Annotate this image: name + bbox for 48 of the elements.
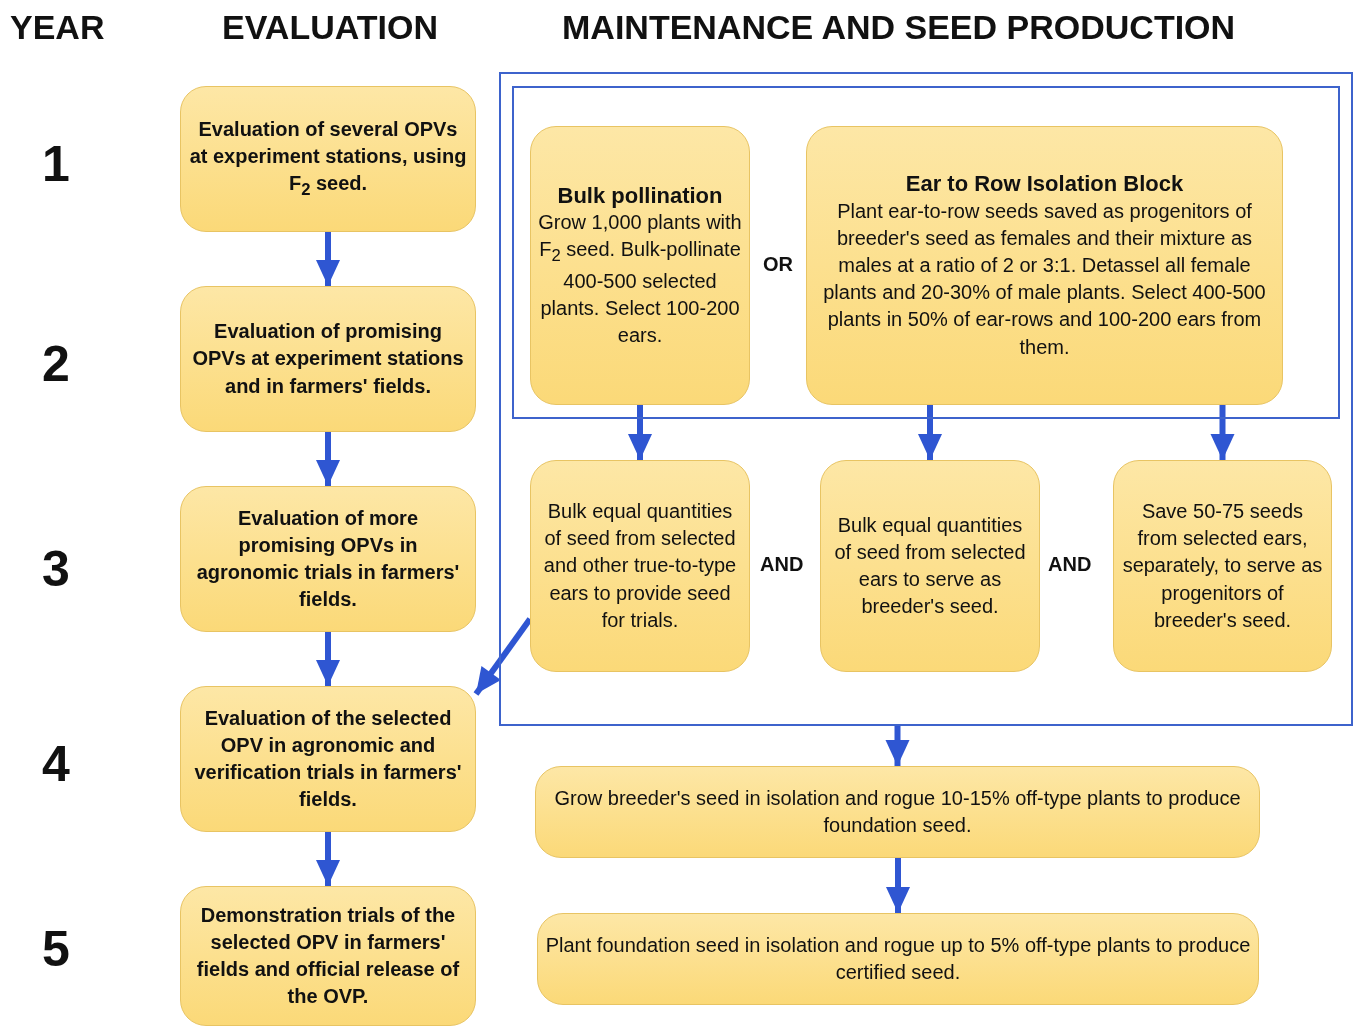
arrow xyxy=(316,232,340,286)
group-frame xyxy=(512,86,1340,419)
box-heading: Bulk pollination xyxy=(557,181,723,210)
arrow xyxy=(316,432,340,486)
box-text: Evaluation of more promising OPVs in agronomic trials in farmers' fields. xyxy=(195,505,461,613)
connector-word: OR xyxy=(763,253,793,276)
year-number: 4 xyxy=(42,735,70,793)
connector-word: AND xyxy=(760,553,804,576)
process-box xyxy=(180,86,476,232)
year-number: 1 xyxy=(42,135,70,193)
arrow xyxy=(316,832,340,886)
process-box xyxy=(806,126,1283,405)
column-heading: YEAR xyxy=(10,8,105,47)
group-frame xyxy=(499,72,1353,726)
box-text: Grow 1,000 plants with F$_{2}$ seed. Bulk-pollinate 400-500 selected plants. Select 100-200 ears. xyxy=(537,210,743,349)
column-heading: EVALUATION xyxy=(222,8,438,47)
process-box xyxy=(180,686,476,832)
arrow xyxy=(885,726,910,766)
box-text: Save 50-75 seeds from selected ears, separately, to serve as progenitors of breeder's seed. xyxy=(1121,499,1324,633)
box-text: Bulk equal quantities of seed from selected ears to serve as breeder's seed. xyxy=(833,512,1027,620)
arrow xyxy=(1210,405,1235,460)
year-number: 3 xyxy=(42,540,70,598)
year-number: 2 xyxy=(42,335,70,393)
year-number: 5 xyxy=(42,920,70,978)
process-box xyxy=(1113,460,1332,672)
box-heading: Ear to Row Isolation Block xyxy=(905,170,1184,198)
process-box xyxy=(820,460,1040,672)
arrow xyxy=(628,405,652,460)
process-box xyxy=(530,126,750,405)
column-heading: MAINTENANCE AND SEED PRODUCTION xyxy=(562,8,1236,47)
box-text: Bulk equal quantities of seed from selected and other true-to-type ears to provide seed for trials. xyxy=(542,499,738,633)
box-text: Plant foundation seed in isolation and rogue up to 5% off-type plants to produce certified seed. xyxy=(544,932,1252,985)
box-text: Grow breeder's seed in isolation and rogue 10-15% off-type plants to produce foundation seed. xyxy=(553,785,1242,838)
process-box xyxy=(180,286,476,432)
box-text: Demonstration trials of the selected OPV in farmers' fields and official release of the OVP. xyxy=(195,902,461,1010)
process-box xyxy=(180,886,476,1026)
box-text: Evaluation of several OPVs at experiment stations, using F$_{2}$ seed. xyxy=(188,116,468,202)
box-text: Evaluation of promising OPVs at experiment stations and in farmers' fields. xyxy=(191,319,465,399)
box-text: Plant ear-to-row seeds saved as progenitors of breeder's seed as females and their mixture as males at a ratio of 2 or 3:1. Detassel all female plants and 20-30% of male plants. Select 400-500 plants in 50% of ear-rows and 100-200 ears from them. xyxy=(822,198,1267,360)
process-box xyxy=(537,913,1259,1005)
box-text: Evaluation of the selected OPV in agronomic and verification trials in farmers' fields. xyxy=(193,705,463,813)
arrow xyxy=(316,632,340,686)
arrow xyxy=(886,858,910,913)
process-box xyxy=(530,460,750,672)
process-box xyxy=(535,766,1260,858)
arrow xyxy=(918,405,942,460)
process-box xyxy=(180,486,476,632)
connector-word: AND xyxy=(1048,553,1092,576)
